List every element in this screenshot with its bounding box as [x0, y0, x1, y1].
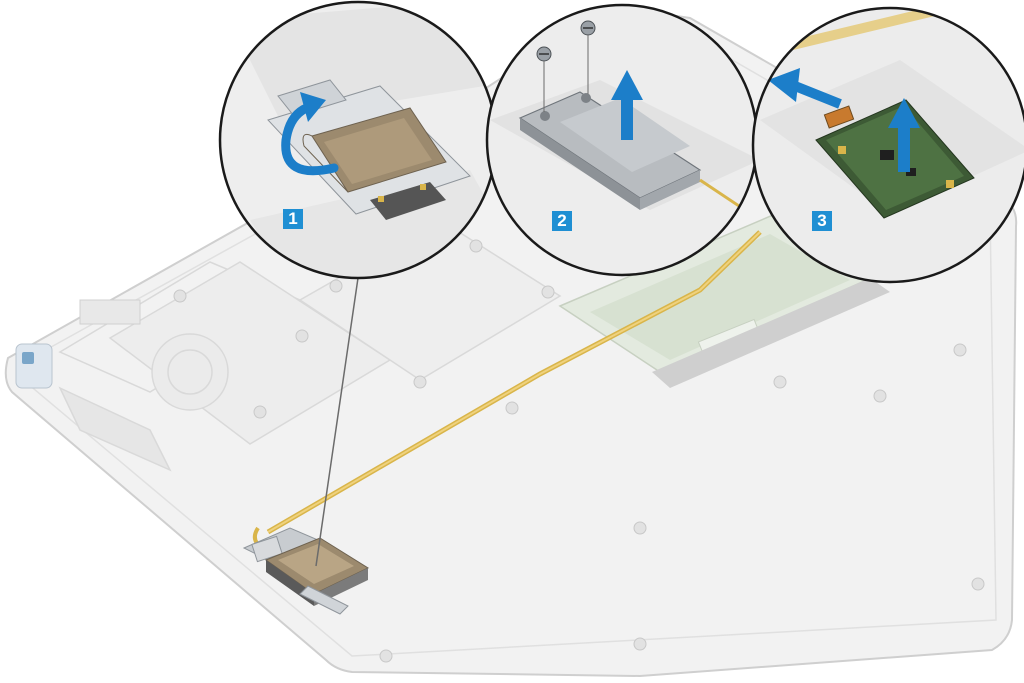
step-badge-3: 3 [812, 211, 832, 231]
callout-leader-line [315, 277, 359, 567]
screw-bosses [173, 239, 985, 663]
curved-arrow-icon [281, 92, 339, 176]
screw-icon [580, 20, 596, 94]
lift-arrow-icon [888, 98, 920, 172]
screw-icon [536, 46, 552, 112]
pull-arrow-icon [768, 68, 842, 109]
touchpad-module [558, 211, 890, 388]
step-badge-2: 2 [552, 211, 572, 231]
chassis-recesses [58, 219, 562, 472]
lift-arrow-icon [611, 70, 643, 140]
left-edge-ports [15, 299, 141, 389]
step-badge-1: 1 [283, 209, 303, 229]
callout-circle-2 [485, 3, 759, 277]
card-reader-assembly [242, 527, 370, 615]
